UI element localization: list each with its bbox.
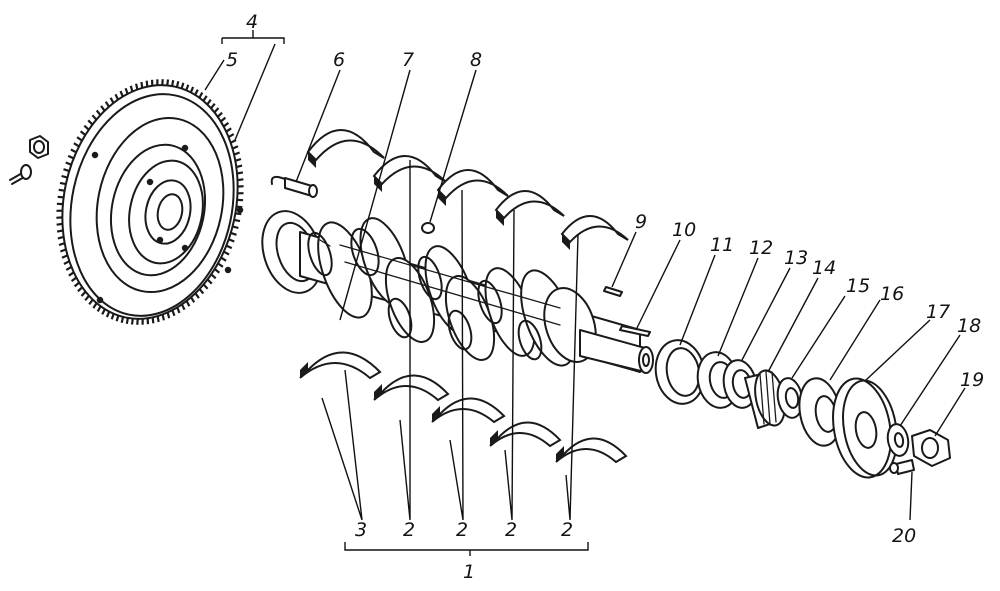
label-16: 16 (880, 283, 904, 305)
lower-shell-2 (373, 374, 450, 402)
label-15: 15 (846, 275, 870, 297)
label-10: 10 (672, 219, 696, 241)
label-2d: 2 (561, 519, 573, 541)
label-6: 6 (333, 49, 345, 71)
label-8: 8 (470, 49, 482, 71)
gear-teeth (56, 79, 244, 325)
key-10 (619, 325, 651, 337)
label-2c: 2 (505, 519, 517, 541)
lower-shell-3 (431, 397, 506, 424)
label-14: 14 (812, 257, 836, 279)
label-2b: 2 (456, 519, 468, 541)
label-4: 4 (246, 11, 258, 33)
bolt-20 (889, 459, 915, 475)
upper-shell-1 (306, 129, 385, 168)
label-9: 9 (635, 211, 647, 233)
label-13: 13 (784, 247, 808, 269)
upper-shell-4 (494, 190, 565, 226)
upper-bearing-shells (306, 129, 629, 250)
label-7: 7 (402, 49, 414, 71)
spacer-15 (776, 377, 804, 419)
label-3: 3 (355, 519, 367, 541)
label-2a: 2 (403, 519, 415, 541)
plug-8 (421, 222, 435, 234)
callout-labels: 4 5 6 7 8 9 10 11 12 13 14 15 16 17 18 1… (226, 11, 984, 583)
timing-sprocket-14 (744, 369, 786, 429)
lock-washer-18 (886, 423, 910, 457)
label-19: 19 (960, 369, 984, 391)
flywheel-ring-gear (56, 79, 244, 325)
upper-shell-5 (560, 215, 629, 250)
key-9 (603, 286, 623, 297)
label-5: 5 (226, 49, 238, 71)
flywheel-bolt-nut (9, 135, 49, 185)
label-20: 20 (892, 525, 916, 547)
label-11: 11 (710, 234, 734, 256)
label-12: 12 (749, 237, 773, 259)
lower-shell-1 (299, 351, 382, 380)
upper-shell-3 (436, 169, 509, 206)
flywheel (56, 79, 244, 325)
label-18: 18 (957, 315, 981, 337)
lower-bearing-shells (299, 351, 628, 464)
label-17: 17 (926, 301, 950, 323)
label-1: 1 (463, 561, 475, 583)
lower-shell-5 (555, 437, 628, 464)
crankshaft (261, 210, 654, 374)
lower-shell-4 (489, 421, 562, 448)
ratchet-nut-19 (911, 429, 951, 467)
leader-lines (204, 30, 966, 556)
thrust-ring-6 (270, 175, 318, 198)
